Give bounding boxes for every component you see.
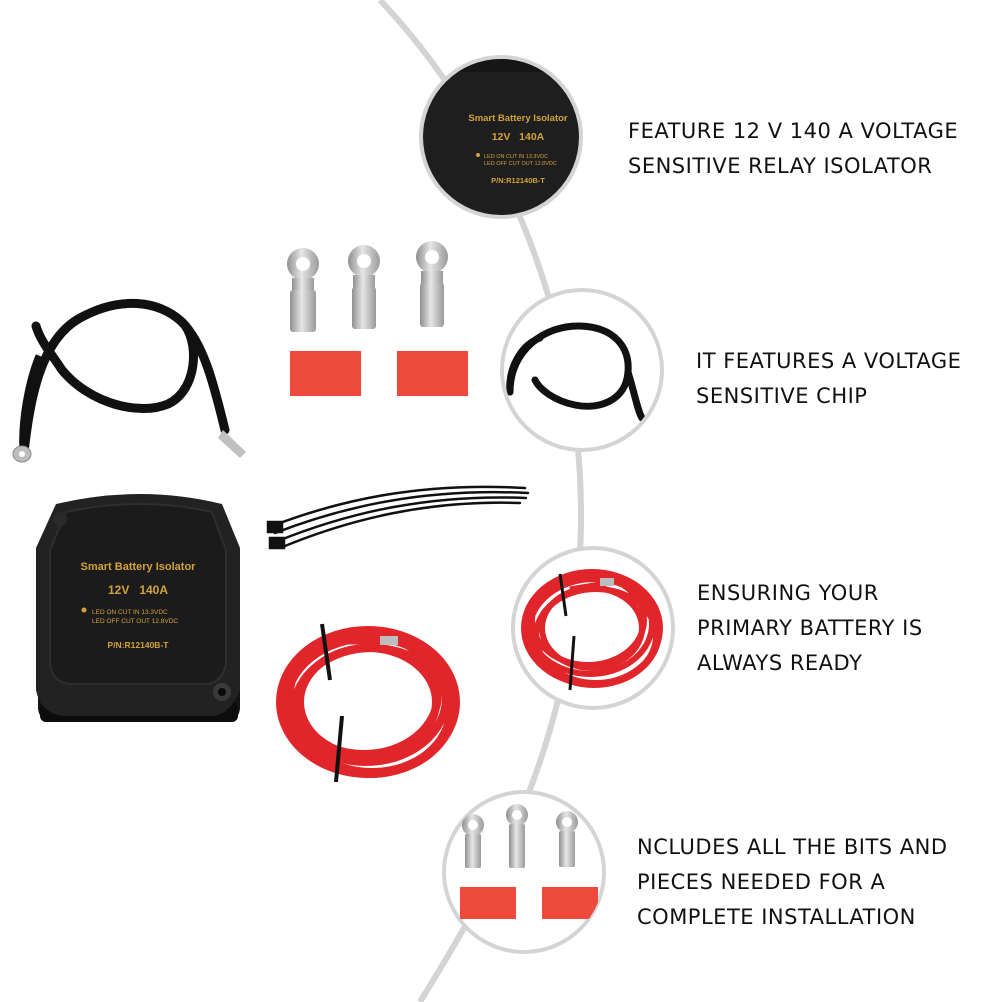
feature-line: FEATURE 12 V 140 A VOLTAGE — [628, 119, 959, 143]
device-label-led-on: LED ON CUT IN 13.3VDC — [92, 609, 168, 616]
device-label-rating: 12V 140A — [108, 583, 168, 597]
led-icon — [81, 607, 87, 613]
feature-line: NCLUDES ALL THE BITS AND — [637, 835, 948, 859]
feature-text-1: FEATURE 12 V 140 A VOLTAGE SENSITIVE REL… — [628, 114, 958, 184]
zoom-label-rating: 12V 140A — [492, 131, 545, 143]
zoom-label-led-on: LED ON CUT IN 13.3VDC — [484, 154, 548, 160]
heat-shrink-tube — [290, 351, 361, 396]
zoom-circle-cable — [500, 288, 664, 452]
feature-line: ALWAYS READY — [697, 651, 863, 675]
feature-line: SENSITIVE CHIP — [696, 384, 868, 408]
red-cable-coil — [276, 623, 460, 783]
zoom-circle-terminals — [442, 790, 606, 954]
zoom-label-part-number: P/N:R12140B-T — [491, 176, 545, 185]
feature-line: COMPLETE INSTALLATION — [637, 905, 916, 929]
device-label-part-number: P/N:R12140B-T — [108, 640, 170, 650]
feature-text-3: ENSURING YOUR PRIMARY BATTERY IS ALWAYS … — [697, 576, 923, 681]
black-cable — [12, 298, 246, 463]
feature-line: PIECES NEEDED FOR A — [637, 870, 886, 894]
feature-text-2: IT FEATURES A VOLTAGE SENSITIVE CHIP — [696, 344, 961, 414]
ring-terminals — [287, 241, 448, 332]
device-label-title: Smart Battery Isolator — [81, 561, 197, 573]
zoom-circle-device: Smart Battery Isolator 12V 140A LED ON C… — [419, 55, 583, 219]
feature-line: SENSITIVE RELAY ISOLATOR — [628, 154, 933, 178]
device-label-led-off: LED OFF CUT OUT 12.8VDC — [92, 618, 178, 625]
zoom-circle-red-coil — [511, 546, 675, 710]
feature-line: IT FEATURES A VOLTAGE — [696, 349, 962, 373]
battery-isolator-device: Smart Battery Isolator 12V 140A LED ON C… — [36, 494, 240, 722]
cable-ties — [266, 485, 530, 550]
zoom-label-led-off: LED OFF CUT OUT 12.8VDC — [484, 161, 557, 167]
feature-line: ENSURING YOUR — [697, 581, 879, 605]
feature-line: PRIMARY BATTERY IS — [697, 616, 923, 640]
heat-shrink-tube — [397, 351, 468, 396]
zoom-label-title: Smart Battery Isolator — [468, 113, 568, 124]
feature-text-4: NCLUDES ALL THE BITS AND PIECES NEEDED F… — [637, 830, 948, 935]
